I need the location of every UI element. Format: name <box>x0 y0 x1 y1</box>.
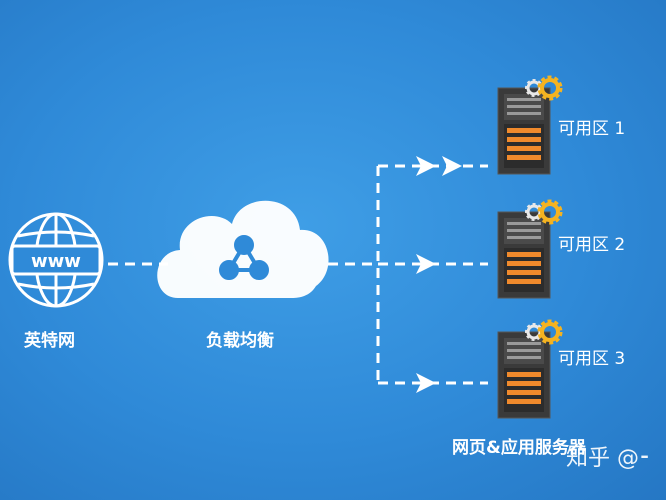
zone-3-label: 可用区 3 <box>558 349 626 369</box>
zone-1-label: 可用区 1 <box>558 119 626 139</box>
cloud-network-icon <box>157 200 329 298</box>
server-zone-3 <box>496 319 563 420</box>
server-zone-2 <box>496 199 563 300</box>
arrow-zone-1-a <box>416 156 436 176</box>
internet-label: 英特网 <box>24 331 75 351</box>
globe-www-text: www <box>31 251 81 272</box>
network-node-icon <box>219 235 269 280</box>
zone-2-label: 可用区 2 <box>558 235 626 255</box>
servers-caption: 网页&应用服务器 <box>452 438 586 458</box>
arrow-zone-1-b <box>442 156 462 176</box>
load-balancer-label: 负载均衡 <box>206 331 274 351</box>
arrow-heads <box>416 156 462 393</box>
globe-icon <box>8 212 104 308</box>
arrow-zone-3 <box>416 373 436 393</box>
watermark: 知乎 @⁃ <box>566 446 650 471</box>
server-zone-1 <box>496 75 563 176</box>
arrow-zone-2 <box>416 254 436 274</box>
